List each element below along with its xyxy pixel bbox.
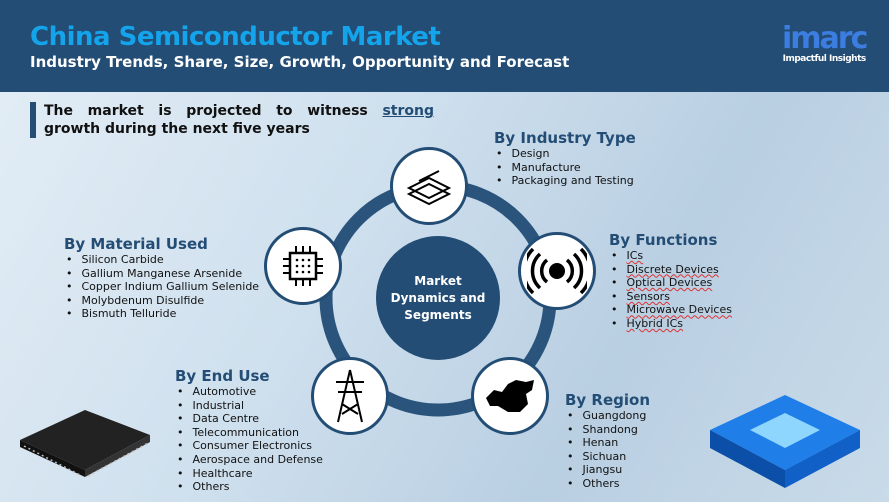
china-map-icon: [486, 380, 534, 412]
segment-end-use: By End Use AutomotiveIndustrialData Cent…: [175, 367, 323, 494]
segment-material: By Material Used Silicon CarbideGallium …: [64, 235, 259, 321]
page-subtitle: Industry Trends, Share, Size, Growth, Op…: [30, 53, 570, 71]
processor-chip-icon: [283, 246, 323, 286]
functions-circle: [518, 232, 596, 310]
page-title: China Semiconductor Market: [30, 22, 441, 52]
market-projection-callout: The market is projected to witness stron…: [30, 102, 434, 138]
header-banner: China Semiconductor Market Industry Tren…: [0, 0, 889, 92]
segment-industry-type: By Industry Type DesignManufacturePackag…: [494, 129, 636, 188]
region-circle: [471, 357, 549, 435]
segment-functions: By Functions ICsDiscrete DevicesOptical …: [609, 231, 732, 331]
material-circle: [264, 227, 342, 305]
glowing-chip-image: [710, 395, 860, 488]
segment-region: By Region GuangdongShandongHenanSichuanJ…: [565, 391, 650, 491]
center-hub: Market Dynamics and Segments: [376, 236, 500, 360]
imarc-logo: imarc Impactful Insights: [782, 21, 868, 65]
industry-type-circle: [390, 147, 468, 225]
signal-broadcast-icon: [527, 247, 587, 295]
wafer-stack-icon: [406, 170, 452, 206]
power-tower-icon: [336, 369, 364, 423]
end-use-circle: [311, 357, 389, 435]
microchip-image: [20, 410, 150, 477]
